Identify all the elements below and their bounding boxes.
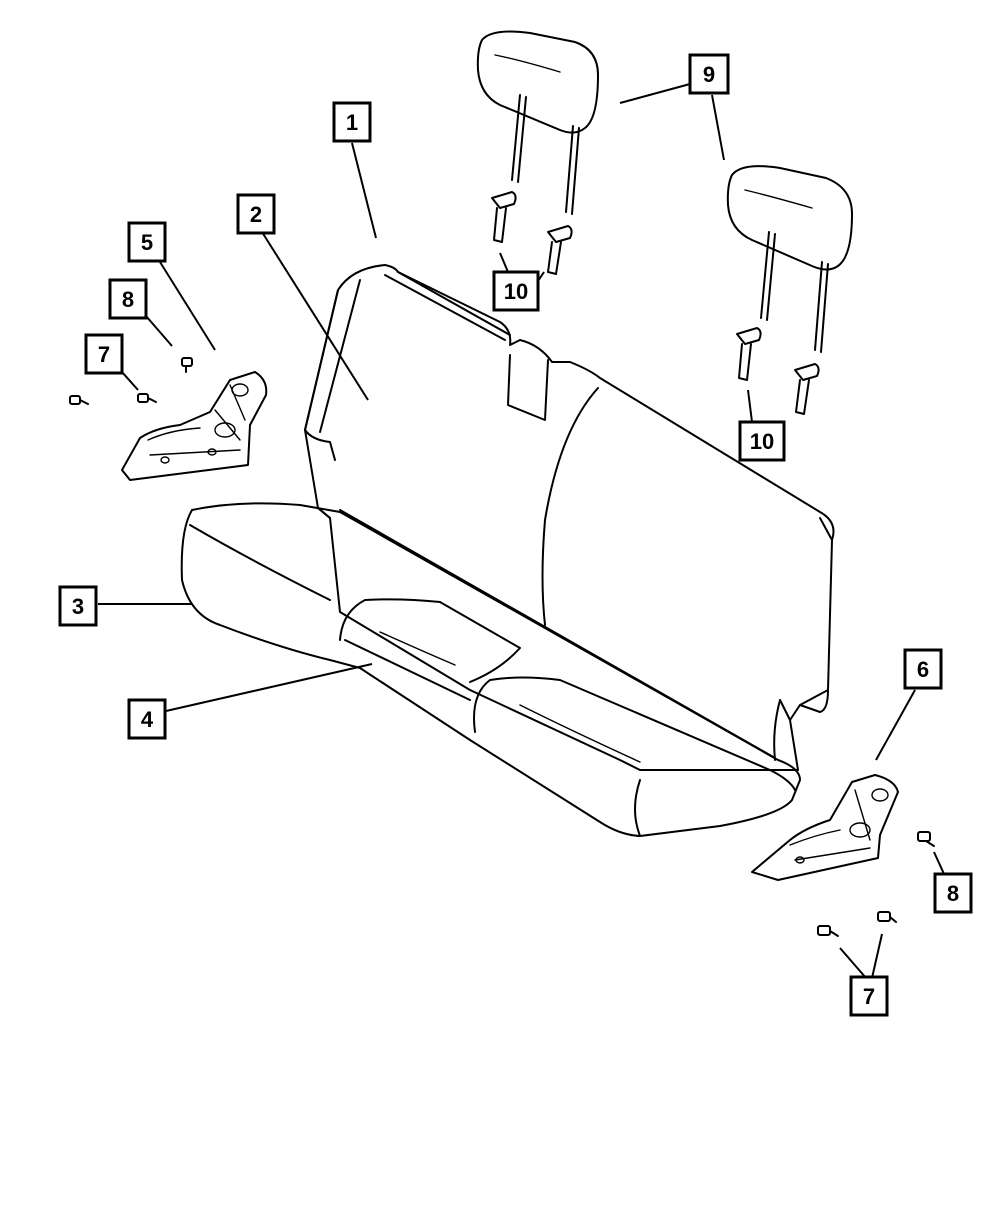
svg-text:3: 3 xyxy=(72,594,84,619)
headrest-guides-left xyxy=(491,191,573,275)
svg-text:1: 1 xyxy=(346,110,358,135)
screw-left-8 xyxy=(181,357,193,373)
callout-8-left: 8 xyxy=(108,278,148,320)
svg-text:4: 4 xyxy=(141,707,154,732)
screw-left-7b xyxy=(69,395,89,405)
leader-8a xyxy=(145,315,173,347)
seat-cushion xyxy=(180,502,801,837)
screw-right-8 xyxy=(917,831,935,847)
svg-text:2: 2 xyxy=(250,202,262,227)
screw-right-7a xyxy=(817,925,839,937)
svg-text:7: 7 xyxy=(98,342,110,367)
callout-7-left: 7 xyxy=(84,333,124,375)
svg-text:10: 10 xyxy=(504,279,528,304)
leader-1 xyxy=(351,142,377,239)
hinge-bracket-left xyxy=(121,371,268,481)
leader-lines xyxy=(98,83,945,979)
svg-text:6: 6 xyxy=(917,657,929,682)
svg-text:8: 8 xyxy=(122,287,134,312)
leader-10a-1 xyxy=(499,252,509,273)
callout-1: 1 xyxy=(332,101,372,143)
callout-2: 2 xyxy=(236,193,276,235)
leader-8b xyxy=(933,851,945,875)
callout-3: 3 xyxy=(58,585,98,627)
screw-left-7a xyxy=(137,393,157,403)
leader-5 xyxy=(159,261,216,351)
svg-text:5: 5 xyxy=(141,230,153,255)
leader-9a xyxy=(619,83,691,104)
callout-10-left: 10 xyxy=(492,270,540,312)
callout-6: 6 xyxy=(903,648,943,690)
callout-10-right: 10 xyxy=(738,420,786,462)
leader-7b-2 xyxy=(871,933,883,979)
leader-7a-1 xyxy=(121,371,139,391)
leader-9b xyxy=(711,94,725,161)
leader-4 xyxy=(165,663,373,712)
headrest-guides-right xyxy=(736,327,820,415)
leader-2 xyxy=(261,231,369,401)
callout-8-right: 8 xyxy=(933,872,973,914)
svg-text:9: 9 xyxy=(703,62,715,87)
svg-text:7: 7 xyxy=(863,984,875,1009)
leader-10b xyxy=(747,389,753,423)
svg-text:10: 10 xyxy=(750,429,774,454)
leader-7b-1 xyxy=(839,947,867,979)
callout-5: 5 xyxy=(127,221,167,263)
callout-9: 9 xyxy=(688,53,730,95)
headrest-left xyxy=(476,30,599,215)
callout-4: 4 xyxy=(127,698,167,740)
screw-right-7b xyxy=(877,911,897,923)
hinge-bracket-right xyxy=(751,774,899,881)
callout-7-right: 7 xyxy=(849,975,889,1017)
headrest-right xyxy=(726,165,853,353)
leader-6 xyxy=(875,689,916,761)
svg-text:8: 8 xyxy=(947,881,959,906)
